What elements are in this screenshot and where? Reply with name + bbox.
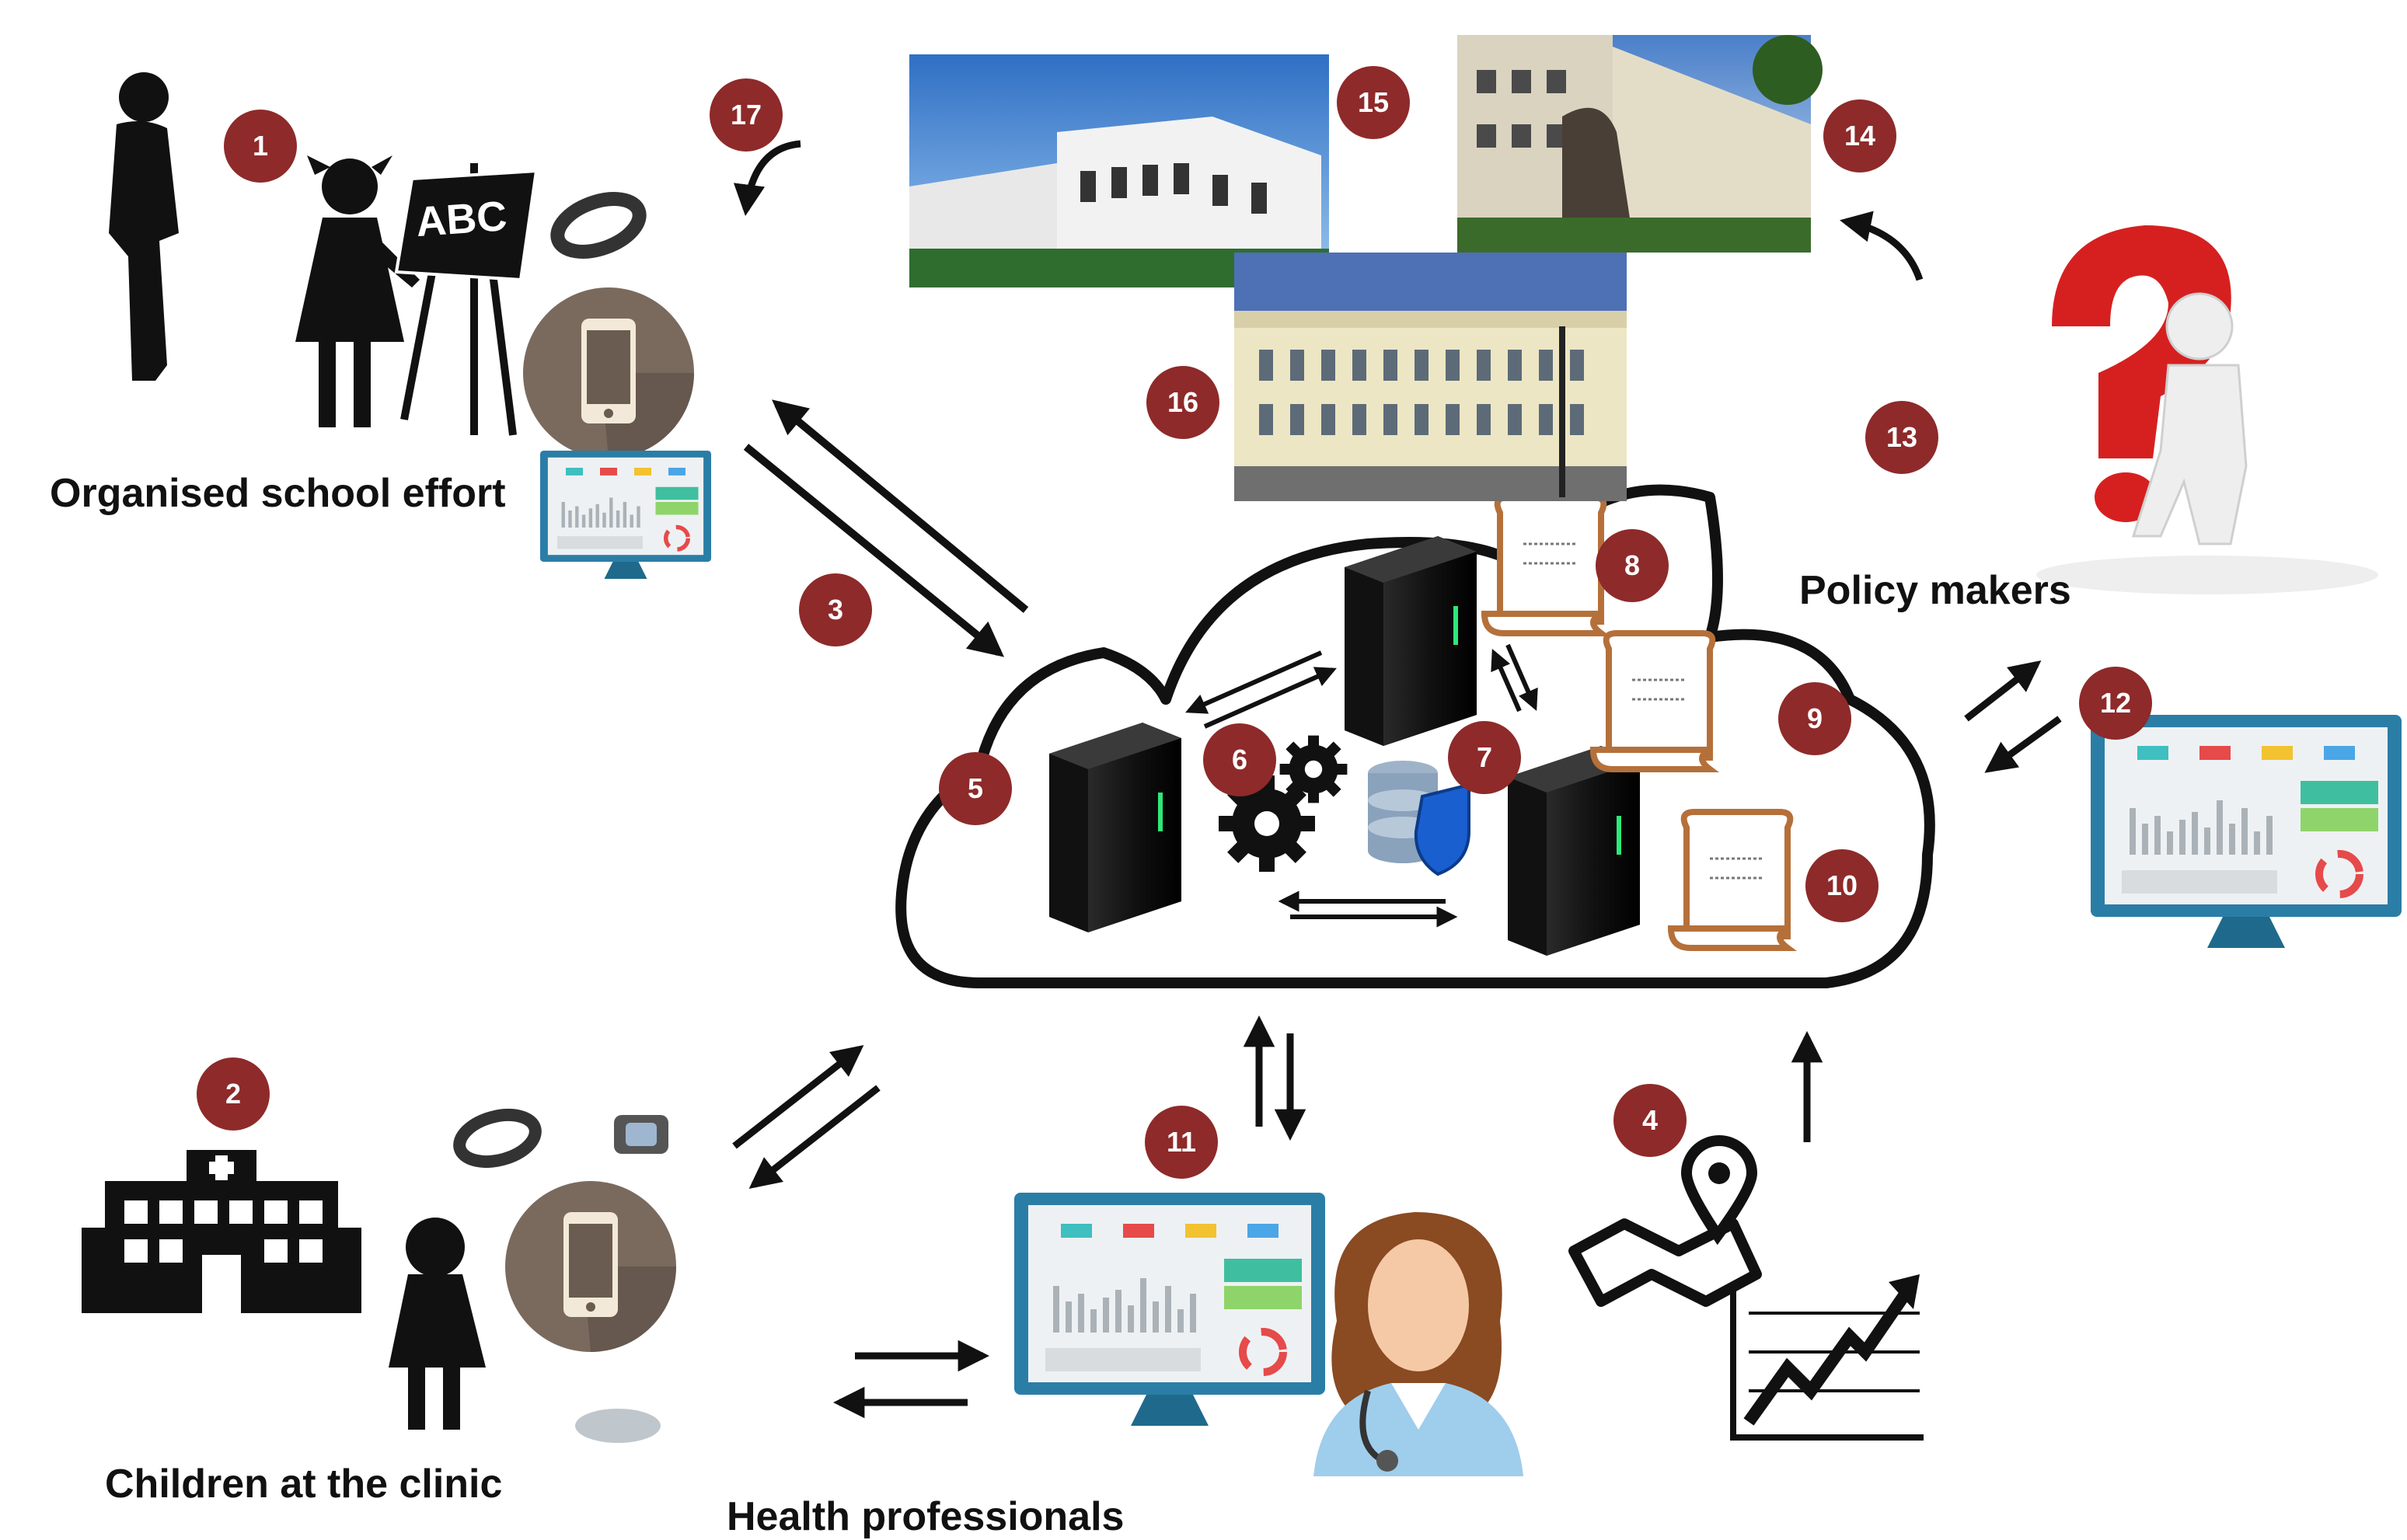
label-organised-school-effort: Organised school effort <box>50 471 506 516</box>
step-badge: 17 <box>710 78 783 152</box>
arrow <box>733 140 801 217</box>
doctor-icon <box>1313 1212 1523 1476</box>
dashboard-monitor-icon <box>1014 1193 1325 1426</box>
step-badge: 15 <box>1337 66 1410 139</box>
arrow <box>748 1085 881 1189</box>
secure-database-icon <box>1368 761 1470 876</box>
step-badge: 1 <box>224 110 297 183</box>
step-badge: 11 <box>1145 1106 1218 1179</box>
label-health-professionals: Health professionals <box>727 1494 1125 1539</box>
question-mark-figure-icon <box>2036 225 2378 594</box>
document-scroll-icon <box>1484 497 1603 633</box>
silhouette-child-icon <box>389 1218 486 1430</box>
step-badge: 5 <box>939 752 1012 825</box>
step-badge: 4 <box>1613 1084 1687 1157</box>
step-badge: 10 <box>1805 849 1879 922</box>
silhouette-adult-icon <box>109 72 179 381</box>
map-pin-icon <box>1568 1135 1762 1307</box>
step-badge: 6 <box>1203 723 1276 796</box>
document-scroll-icon <box>1593 633 1712 769</box>
label-children-at-the-clinic: Children at the clinic <box>105 1462 503 1507</box>
building-photo <box>1234 253 1627 501</box>
step-badge: 3 <box>799 573 872 646</box>
rising-chart-icon <box>1730 1274 1924 1441</box>
step-badge: 16 <box>1146 366 1219 439</box>
building-photo <box>909 54 1329 287</box>
dashboard-monitor-icon <box>2091 715 2402 948</box>
step-badge: 8 <box>1596 529 1669 602</box>
document-scroll-icon <box>1671 812 1790 948</box>
server-icon <box>1345 536 1477 746</box>
server-icon <box>1049 723 1181 932</box>
step-badge: 14 <box>1823 99 1896 172</box>
wristband-icon <box>550 192 647 259</box>
blackboard-icon: ABC <box>394 163 539 436</box>
step-badge: 2 <box>197 1057 270 1131</box>
arrow <box>1840 211 1924 281</box>
hospital-icon <box>82 1150 361 1313</box>
arrow <box>1203 667 1337 729</box>
arrow <box>772 399 1029 613</box>
arrow <box>1185 650 1323 714</box>
arrow <box>1964 660 2042 722</box>
arrow <box>732 1045 864 1149</box>
arrow <box>743 444 1004 657</box>
arrow <box>1491 649 1522 713</box>
smartphone-icon <box>505 1181 676 1352</box>
blackboard-text: ABC <box>414 193 508 246</box>
wristband-icon <box>453 1109 542 1168</box>
step-badge: 12 <box>2079 667 2152 740</box>
arrow <box>1984 716 2062 773</box>
step-badge: 7 <box>1448 721 1521 794</box>
building-photo <box>1457 35 1823 253</box>
label-policy-makers: Policy makers <box>1799 568 2071 613</box>
smartphone-icon <box>523 287 694 458</box>
silhouette-child-icon <box>295 155 420 427</box>
step-badge: 9 <box>1778 682 1851 755</box>
dashboard-monitor-icon <box>540 451 711 579</box>
sensor-icon <box>575 1409 661 1443</box>
server-icon <box>1508 746 1640 956</box>
wristband-icon <box>614 1115 668 1154</box>
arrow <box>1505 643 1538 711</box>
step-badge: 13 <box>1865 401 1938 474</box>
